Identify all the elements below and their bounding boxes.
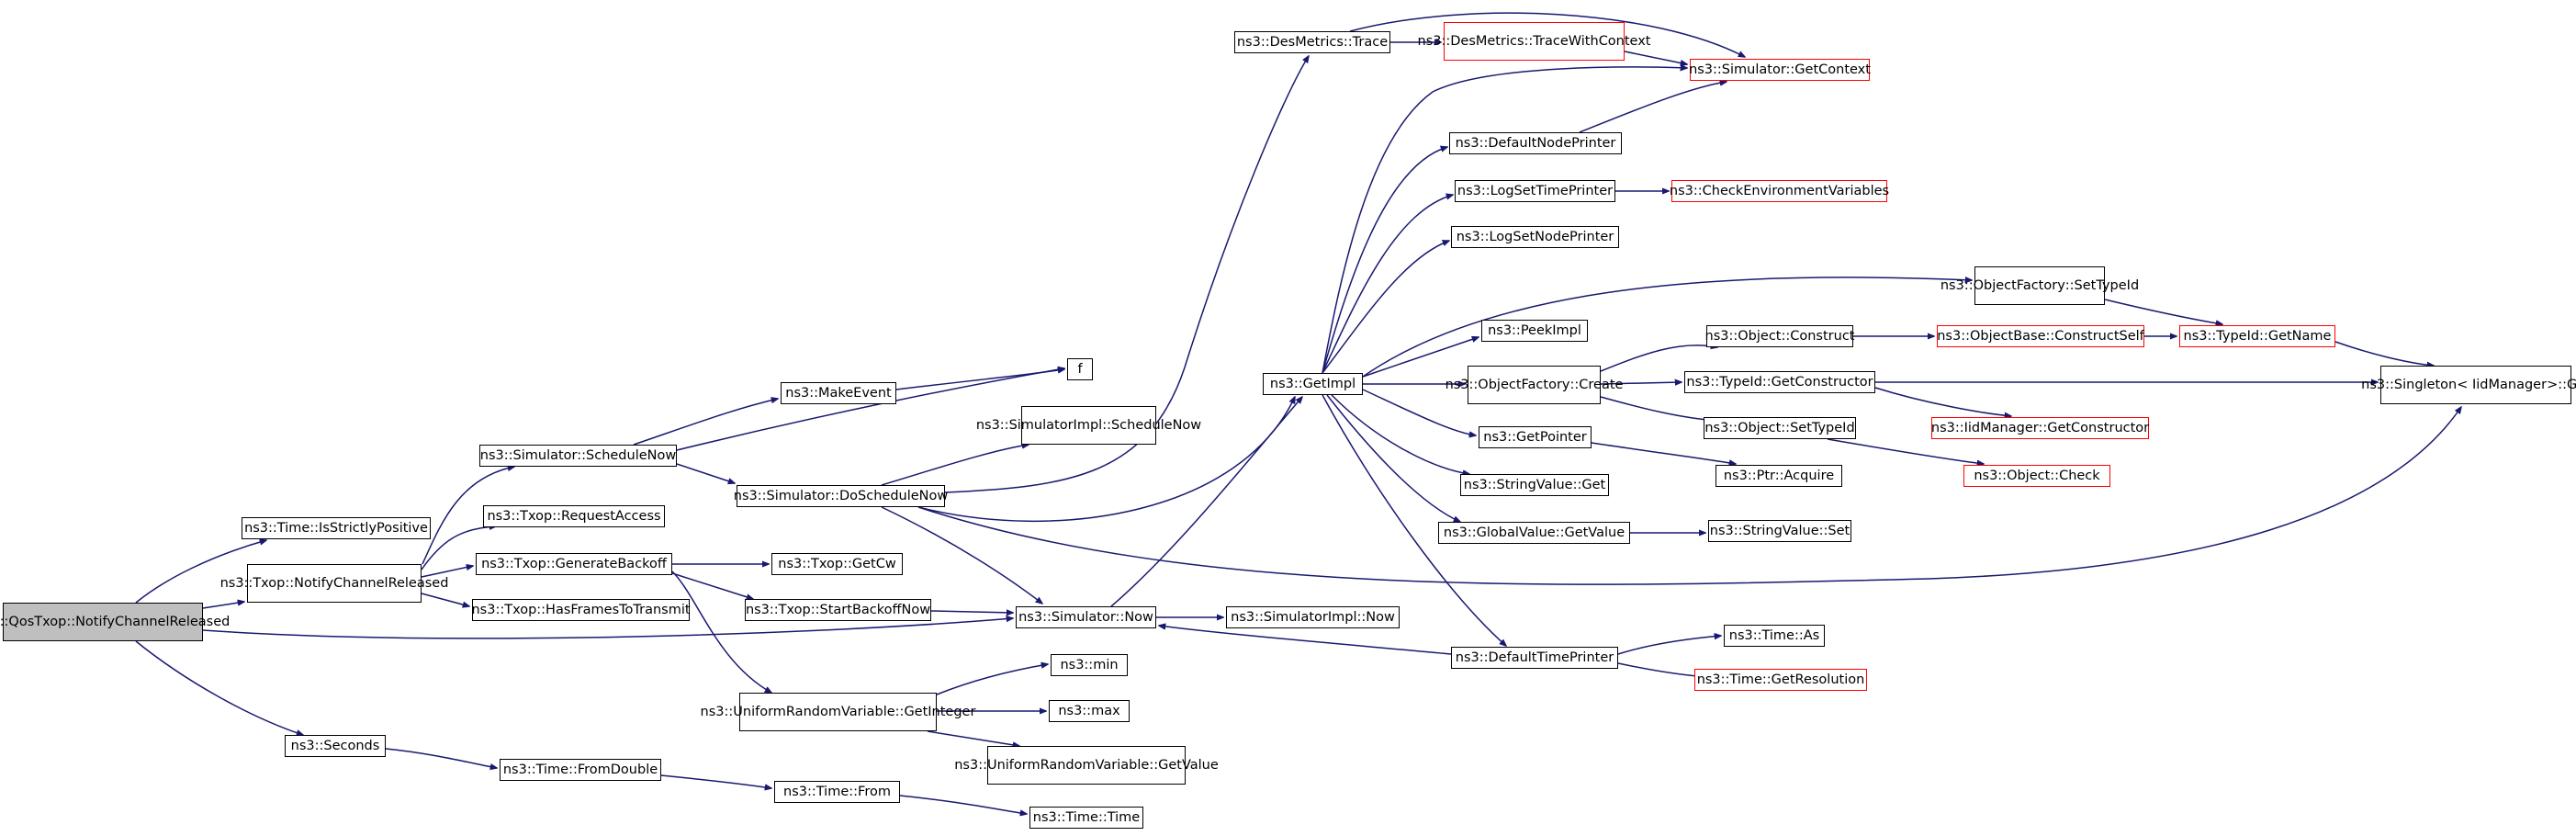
edge-schednow-makeevent — [633, 399, 778, 446]
edge-qostxop-txop — [202, 602, 244, 609]
edge-doschedulenow-simimpl — [881, 445, 1029, 486]
edge-txop-requestaccess — [421, 526, 496, 571]
node-objfactory-create[interactable]: ns3::ObjectFactory::Create — [1445, 366, 1623, 404]
edge-qostxop-simnow — [202, 618, 1013, 639]
edge-schednow-f — [676, 368, 1064, 451]
node-object-settypeid[interactable]: ns3::Object::SetTypeId — [1704, 417, 1856, 439]
edge-desmetrics-getcontext — [1349, 12, 1745, 57]
edge-txop-schednow — [422, 467, 514, 565]
node-time-time[interactable]: ns3::Time::Time — [1029, 807, 1143, 829]
edge-getimpl-defaultnodeprinter — [1322, 147, 1447, 374]
edge-getimpl-peekimpl — [1362, 337, 1479, 378]
edge-makeevent-f — [895, 369, 1064, 390]
node-seconds[interactable]: ns3::Seconds — [285, 735, 386, 757]
edge-getimpl-getpointer — [1362, 389, 1476, 435]
edge-getimpl-objfactorysettypeid — [1362, 277, 1972, 378]
edge-objfactorycreate-objsettypeid — [1600, 396, 1717, 421]
edge-qostxop-isstrictlypositive — [135, 540, 266, 604]
edge-getinteger-min — [936, 664, 1048, 695]
node-objectbase-constructself[interactable]: ns3::ObjectBase::ConstructSelf — [1937, 325, 2144, 347]
node-generatebackoff[interactable]: ns3::Txop::GenerateBackoff — [476, 553, 672, 575]
node-fromdouble[interactable]: ns3::Time::FromDouble — [500, 759, 661, 781]
node-simimpl-now[interactable]: ns3::SimulatorImpl::Now — [1226, 606, 1400, 628]
node-logsettimeprinter[interactable]: ns3::LogSetTimePrinter — [1455, 180, 1615, 202]
node-desmetrics-trace[interactable]: ns3::DesMetrics::Trace — [1234, 31, 1390, 53]
edge-defaulttimeprinter-timeas — [1617, 636, 1721, 655]
node-ptr-acquire[interactable]: ns3::Ptr::Acquire — [1715, 465, 1842, 487]
node-isstrictlypositive[interactable]: ns3::Time::IsStrictlyPositive — [242, 517, 431, 539]
edge-getname-singleton — [2334, 341, 2434, 366]
node-getcw[interactable]: ns3::Txop::GetCw — [771, 553, 903, 575]
node-getcontext[interactable]: ns3::Simulator::GetContext — [1689, 59, 1871, 81]
node-hasframes[interactable]: ns3::Txop::HasFramesToTransmit — [471, 599, 691, 621]
node-min[interactable]: ns3::min — [1051, 654, 1128, 676]
node-time-getresolution[interactable]: ns3::Time::GetResolution — [1694, 669, 1867, 691]
edge-objfactorysettypeid-getname — [2104, 299, 2222, 324]
node-iidmanager-getconstructor[interactable]: ns3::IidManager::GetConstructor — [1931, 417, 2149, 439]
node-stringvalue-set[interactable]: ns3::StringValue::Set — [1708, 520, 1851, 542]
node-startbackoff[interactable]: ns3::Txop::StartBackoffNow — [745, 599, 931, 621]
node-checkenv[interactable]: ns3::CheckEnvironmentVariables — [1670, 180, 1889, 202]
edge-schednow-doschedulenow — [676, 463, 735, 483]
edge-generatebackoff-getinteger — [671, 571, 771, 693]
node-getimpl[interactable]: ns3::GetImpl — [1263, 373, 1363, 395]
edge-seconds-fromdouble — [385, 748, 497, 768]
node-typeid-getconstructor[interactable]: ns3::TypeId::GetConstructor — [1684, 371, 1875, 393]
node-defaultnodeprinter[interactable]: ns3::DefaultNodePrinter — [1449, 132, 1622, 154]
edge-getimpl-getcontext — [1322, 67, 1687, 374]
edge-generatebackoff-startbackoff — [671, 572, 753, 599]
edge-objfactorycreate-typeidgetconstructor — [1600, 382, 1682, 384]
edge-simnow-getimpl — [1110, 397, 1302, 607]
edge-defaultnodeprinter-getcontext — [1579, 82, 1727, 133]
node-doschedulenow[interactable]: ns3::Simulator::DoScheduleNow — [734, 485, 948, 507]
node-requestaccess[interactable]: ns3::Txop::RequestAccess — [483, 505, 665, 527]
edge-doschedulenow-desmetrics — [944, 56, 1309, 493]
edge-qostxop-seconds — [135, 640, 303, 735]
edge-getimpl-logsettimeprinter — [1322, 195, 1453, 374]
node-sched-now[interactable]: ns3::Simulator::ScheduleNow — [479, 445, 677, 467]
node-singleton-get[interactable]: ns3::Singleton< IidManager>::Get — [2361, 366, 2576, 404]
edge-typeidgetconstructor-iid — [1874, 387, 2011, 416]
edge-getimpl-globalvalue — [1326, 394, 1460, 522]
node-time-as[interactable]: ns3::Time::As — [1724, 625, 1825, 647]
node-f[interactable]: f — [1067, 358, 1093, 380]
edge-getpointer-ptracquire — [1591, 442, 1736, 464]
node-typeid-getname[interactable]: ns3::TypeId::GetName — [2179, 325, 2335, 347]
node-object-check[interactable]: ns3::Object::Check — [1963, 465, 2110, 487]
edge-defaulttimeprinter-simnow — [1159, 626, 1452, 655]
node-uniform-getvalue[interactable]: ns3::UniformRandomVariable::GetValue — [954, 746, 1219, 785]
node-max[interactable]: ns3::max — [1049, 700, 1130, 722]
node-defaulttimeprinter[interactable]: ns3::DefaultTimePrinter — [1451, 647, 1618, 669]
edge-getinteger-getvalue — [927, 730, 1019, 746]
edge-fromdouble-timefrom — [660, 774, 771, 788]
edge-getimpl-stringvalueget — [1331, 394, 1469, 474]
edge-txop-hasframes — [421, 593, 469, 606]
edge-timefrom-timetime — [899, 795, 1027, 814]
node-logsetnodeprinter[interactable]: ns3::LogSetNodePrinter — [1451, 226, 1619, 248]
edge-tracewithcontext-getcontext — [1624, 51, 1687, 64]
node-peekimpl[interactable]: ns3::PeekImpl — [1481, 320, 1588, 342]
edge-objsettypeid-objcheck — [1827, 438, 1984, 464]
node-makeevent[interactable]: ns3::MakeEvent — [781, 382, 896, 404]
node-simimpl-schedulenow[interactable]: ns3::SimulatorImpl::ScheduleNow — [976, 406, 1201, 445]
edge-objfactorycreate-objconstruct — [1600, 345, 1717, 372]
node-getpointer[interactable]: ns3::GetPointer — [1479, 426, 1592, 448]
node-stringvalue-get[interactable]: ns3::StringValue::Get — [1460, 474, 1609, 496]
edge-doschedulenow-singleton — [917, 407, 2461, 585]
edge-getimpl-logsetnodeprinter — [1322, 241, 1449, 374]
edge-getimpl-defaulttimeprinter — [1322, 394, 1506, 646]
node-objfactory-settypeid[interactable]: ns3::ObjectFactory::SetTypeId — [1940, 266, 2139, 305]
node-object-construct[interactable]: ns3::Object::Construct — [1705, 325, 1855, 347]
node-globalvalue-getvalue[interactable]: ns3::GlobalValue::GetValue — [1438, 522, 1630, 544]
node-time-from[interactable]: ns3::Time::From — [774, 781, 900, 803]
edge-startbackoff-simnow — [930, 611, 1013, 613]
edge-txop-generatebackoff — [421, 566, 473, 578]
node-uniform-getinteger[interactable]: ns3::UniformRandomVariable::GetInteger — [701, 693, 975, 731]
edge-doschedulenow-simnow — [881, 506, 1042, 604]
node-sim-now[interactable]: ns3::Simulator::Now — [1016, 606, 1156, 628]
